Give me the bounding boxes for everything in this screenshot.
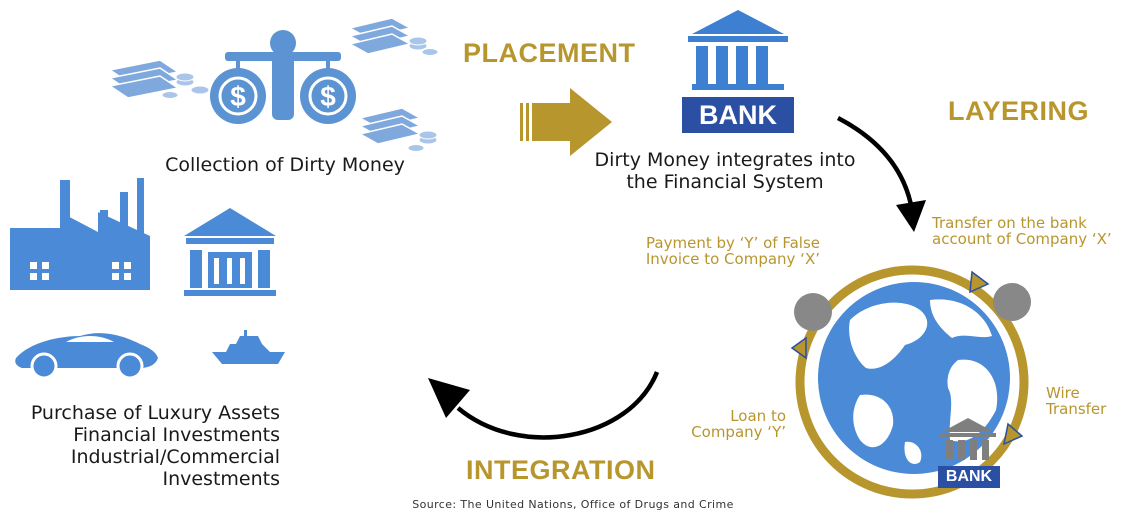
placement-arrow-icon xyxy=(520,88,612,156)
money-bag-icon: $ $ xyxy=(210,30,356,124)
bank-label: BANK xyxy=(682,97,794,133)
stage-integration-label: INTEGRATION xyxy=(466,455,656,485)
transfer-note: Transfer on the bank account of Company … xyxy=(932,215,1142,247)
node-right xyxy=(993,283,1031,321)
factory-icon xyxy=(10,178,150,290)
loan-note-line1: Loan to xyxy=(730,407,786,425)
car-icon xyxy=(15,333,158,380)
small-bank-icon xyxy=(940,418,996,460)
wire-transfer-note: Wire Transfer xyxy=(1046,385,1136,417)
globe-icon xyxy=(818,282,1010,474)
payment-note: Payment by ‘Y’ of False Invoice to Compa… xyxy=(594,235,820,267)
collection-caption: Collection of Dirty Money xyxy=(165,154,405,176)
transfer-note-line1: Transfer on the bank xyxy=(932,214,1087,232)
purchase-line: Industrial/Commercial xyxy=(70,446,280,468)
integration-arrow-icon xyxy=(456,371,660,440)
transfer-note-line2: account of Company ‘X’ xyxy=(932,230,1112,248)
cash-stack-icon xyxy=(108,17,423,145)
stage-placement-label: PLACEMENT xyxy=(463,38,636,68)
building-icon xyxy=(184,208,276,296)
yacht-icon xyxy=(212,330,285,364)
coin-stack-icon xyxy=(161,36,439,152)
layering-arrow-icon xyxy=(836,116,915,211)
integrates-caption-line1: Dirty Money integrates into xyxy=(594,149,856,171)
wire-transfer-note-line1: Wire xyxy=(1046,384,1080,402)
svg-text:$: $ xyxy=(230,81,246,112)
small-bank-label: BANK xyxy=(938,466,1000,488)
source-caption: Source: The United Nations, Office of Dr… xyxy=(412,498,734,511)
node-left xyxy=(794,293,832,331)
purchase-line: Investments xyxy=(162,468,280,490)
integrates-caption-line2: the Financial System xyxy=(626,171,824,193)
purchase-line: Purchase of Luxury Assets xyxy=(30,402,280,424)
stage-layering-label: LAYERING xyxy=(948,96,1090,126)
svg-text:$: $ xyxy=(320,81,336,112)
wire-transfer-note-line2: Transfer xyxy=(1046,400,1107,418)
integrates-caption: Dirty Money integrates into the Financia… xyxy=(570,149,880,193)
purchase-caption: Purchase of Luxury Assets Financial Inve… xyxy=(10,402,280,490)
loan-note: Loan to Company ‘Y’ xyxy=(640,408,786,440)
payment-note-line1: Payment by ‘Y’ of False xyxy=(646,234,820,252)
ring-direction-markers xyxy=(790,270,1024,446)
layering-ring xyxy=(795,265,1029,499)
purchase-line: Financial Investments xyxy=(73,424,280,446)
loan-note-line2: Company ‘Y’ xyxy=(691,423,786,441)
payment-note-line2: Invoice to Company ‘X’ xyxy=(645,250,820,268)
bank-icon xyxy=(688,10,788,90)
